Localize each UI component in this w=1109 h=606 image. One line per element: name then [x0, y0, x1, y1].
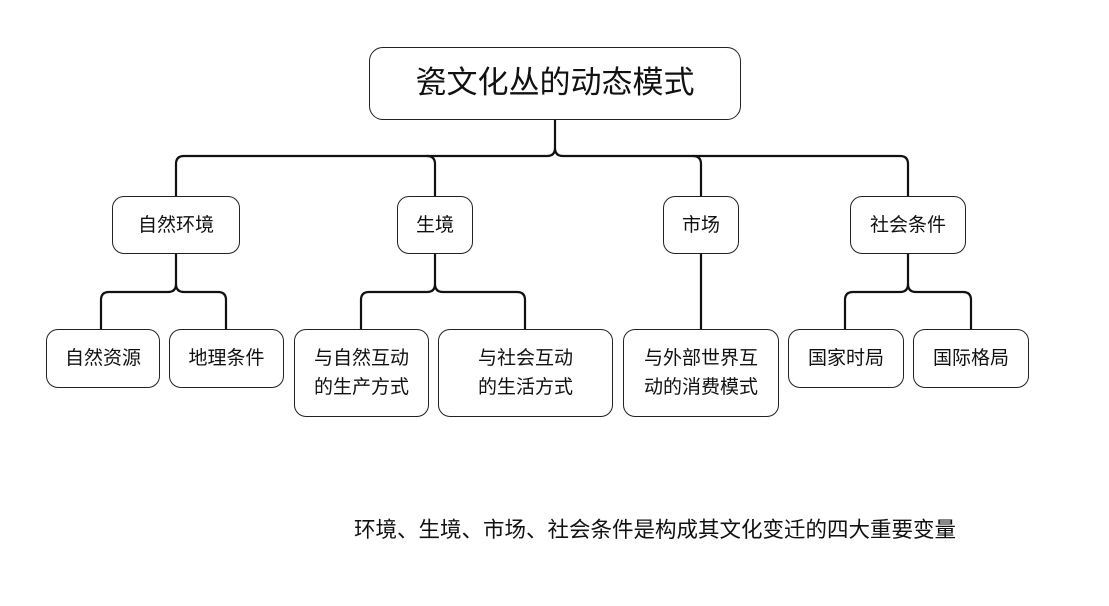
connector-l1	[174, 283, 228, 329]
node-label: 自然环境	[137, 213, 214, 236]
connector-l1	[433, 283, 527, 329]
node-international-pattern: 国际格局	[913, 329, 1029, 388]
caption: 环境、生境、市场、社会条件是构成其文化变迁的四大重要变量	[354, 518, 957, 543]
node-market: 市场	[663, 196, 739, 254]
node-label: 生境	[415, 213, 454, 236]
connector-l1	[99, 254, 178, 329]
connector-l1	[843, 254, 910, 329]
node-natural-resources: 自然资源	[46, 329, 160, 388]
node-label: 自然资源	[64, 347, 141, 369]
node-national-situation: 国家时局	[788, 329, 904, 388]
node-label: 与社会互动 的生活方式	[477, 347, 573, 398]
root-node: 瓷文化丛的动态模式	[369, 47, 741, 120]
node-geographic-conditions: 地理条件	[169, 329, 284, 388]
connector-root	[426, 154, 437, 196]
connector-root	[692, 154, 703, 196]
node-label: 与外部世界互 动的消费模式	[643, 347, 758, 398]
node-consumption-mode: 与外部世界互 动的消费模式	[623, 329, 779, 417]
connector-l1	[359, 254, 437, 329]
node-label: 国家时局	[807, 347, 884, 369]
connector-root	[174, 120, 557, 196]
node-label: 市场	[681, 213, 720, 236]
node-production-mode: 与自然互动 的生产方式	[294, 329, 429, 417]
node-label: 国际格局	[932, 347, 1009, 369]
node-label: 地理条件	[188, 347, 265, 369]
node-lifestyle: 与社会互动 的生活方式	[438, 329, 613, 417]
connector-root	[553, 147, 910, 196]
node-label: 社会条件	[869, 213, 946, 236]
node-natural-environment: 自然环境	[112, 196, 240, 254]
connector-l1	[906, 283, 973, 329]
root-label: 瓷文化丛的动态模式	[415, 65, 695, 101]
node-habitat: 生境	[397, 196, 473, 254]
node-social-conditions: 社会条件	[850, 196, 966, 254]
node-label: 与自然互动 的生产方式	[313, 347, 409, 398]
